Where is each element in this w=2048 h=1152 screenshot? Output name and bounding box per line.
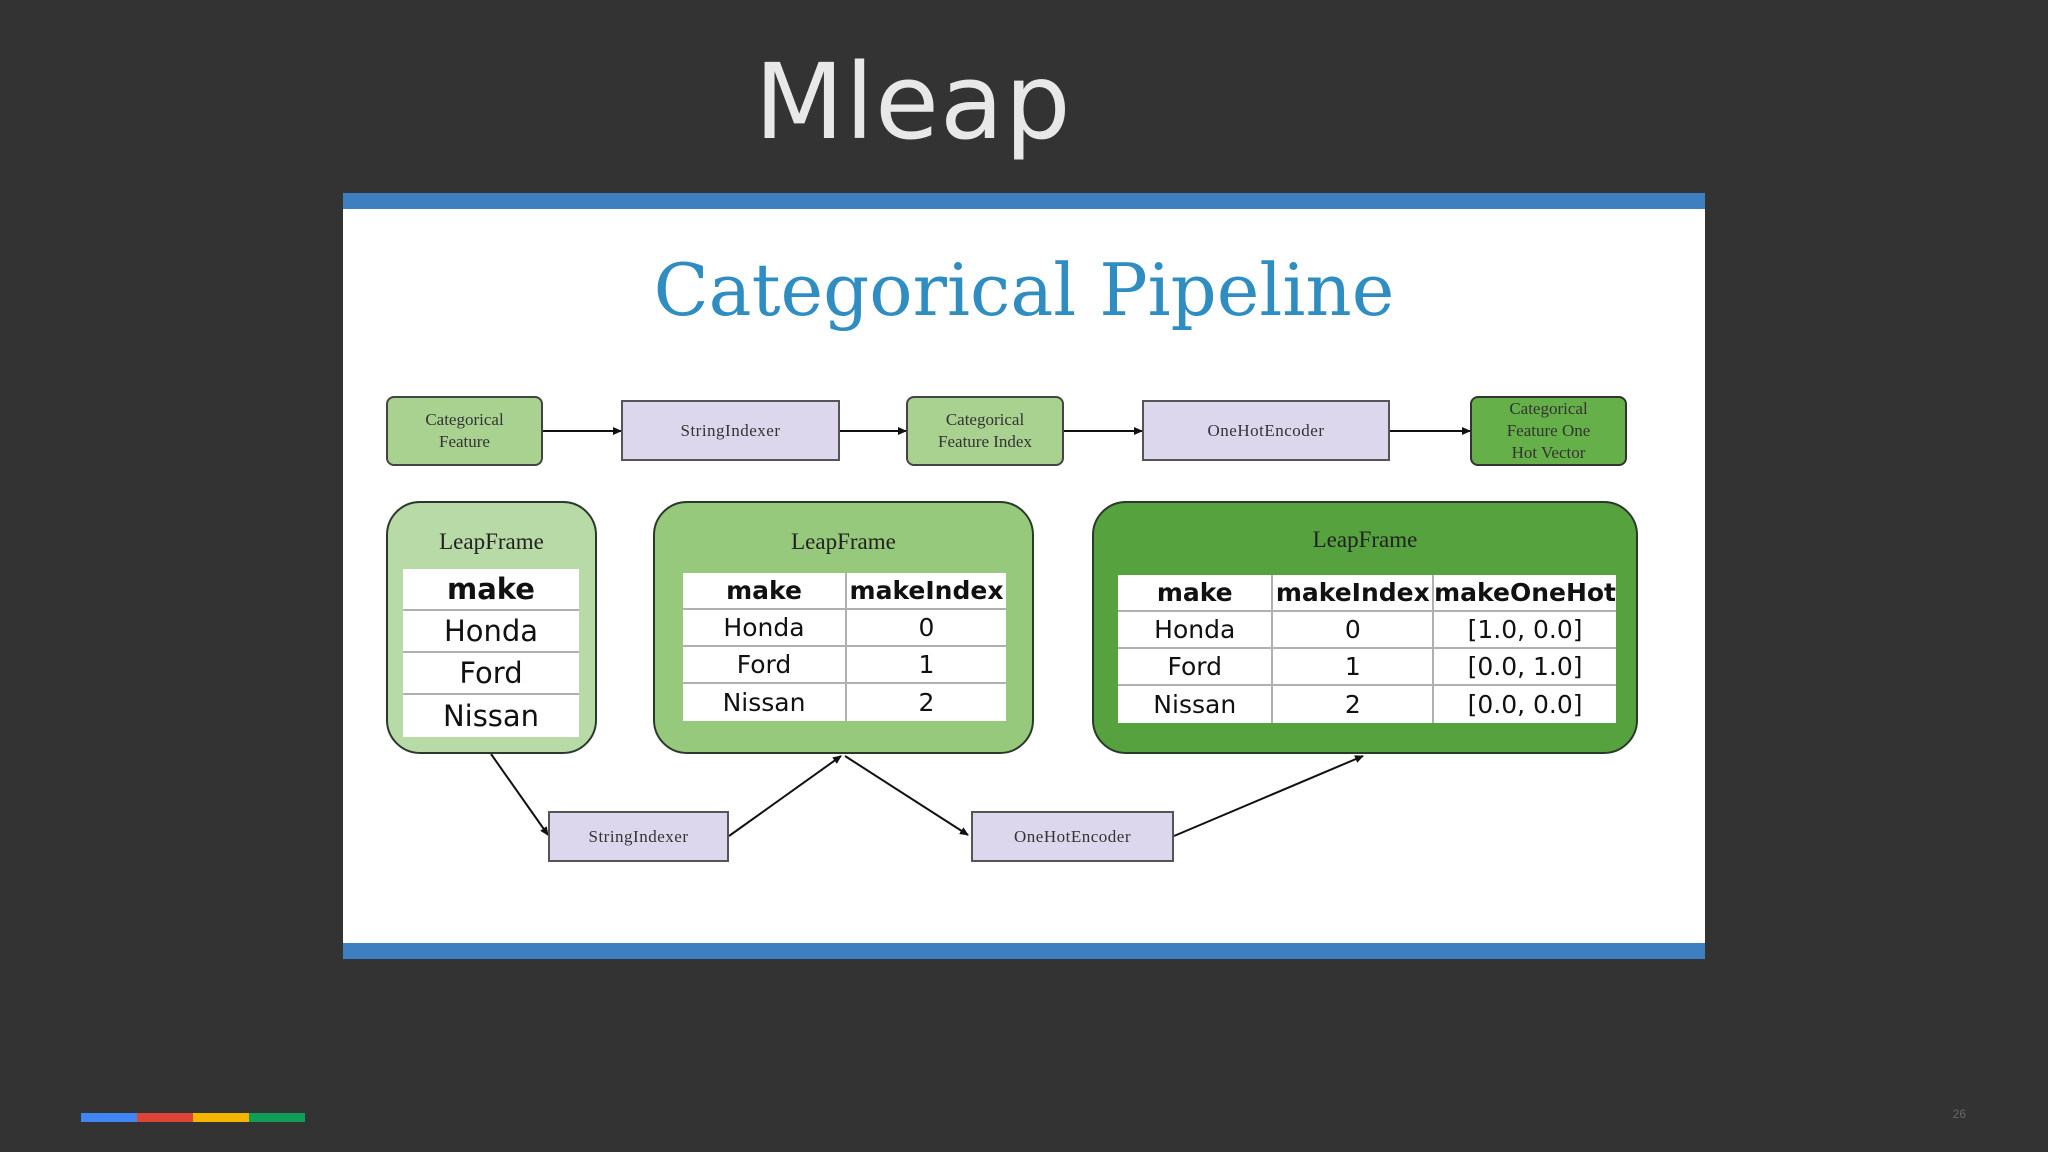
arrow-leapframe1-to-indexer bbox=[490, 753, 549, 836]
table-cell: 2 bbox=[1273, 686, 1435, 723]
page-number: 26 bbox=[1952, 1107, 1966, 1121]
table-cell: [1.0, 0.0] bbox=[1434, 612, 1616, 649]
leapframe-3-table: make makeIndex makeOneHot Honda 0 [1.0, … bbox=[1118, 575, 1616, 723]
column-header: make bbox=[403, 569, 579, 611]
brand-strip-segment bbox=[137, 1113, 193, 1122]
categorical-feature-node: Categorical Feature bbox=[386, 396, 543, 466]
string-indexer-label: StringIndexer bbox=[680, 420, 781, 440]
connector-arrows bbox=[490, 427, 1471, 837]
one-hot-encoder-node: OneHotEncoder bbox=[1142, 400, 1390, 461]
table-cell: Honda bbox=[403, 611, 579, 653]
figure-bottom-bar bbox=[343, 943, 1705, 959]
table-cell: 2 bbox=[918, 688, 935, 717]
leapframe-2-table: make makeIndex Honda 0 Ford 1 Nissan 2 bbox=[683, 573, 1006, 721]
table-cell: Ford bbox=[1118, 649, 1274, 686]
table-cell: 0 bbox=[847, 610, 1006, 647]
one-hot-vector-node: Categorical Feature One Hot Vector bbox=[1470, 396, 1627, 466]
arrow-encoder-to-leapframe3 bbox=[1173, 755, 1364, 837]
categorical-feature-index-label: Categorical Feature Index bbox=[938, 410, 1032, 451]
string-indexer-node: StringIndexer bbox=[621, 400, 840, 461]
table-cell: Nissan bbox=[683, 684, 847, 721]
bottom-one-hot-encoder-node: OneHotEncoder bbox=[971, 811, 1174, 862]
bottom-string-indexer-label: StringIndexer bbox=[588, 826, 689, 846]
table-cell: Nissan bbox=[442, 699, 540, 733]
column-header: makeOneHot bbox=[1434, 575, 1616, 612]
categorical-feature-label: Categorical Feature bbox=[425, 410, 504, 451]
brand-strip-segment bbox=[193, 1113, 249, 1122]
one-hot-vector-label: Categorical Feature One Hot Vector bbox=[1506, 399, 1591, 462]
leapframe-1: LeapFrame make Honda Ford Nissan bbox=[386, 501, 597, 754]
slide-title: Mleap bbox=[754, 41, 1072, 163]
categorical-feature-index-node: Categorical Feature Index bbox=[906, 396, 1064, 466]
column-header: makeIndex bbox=[847, 573, 1006, 610]
leapframe-3-title: LeapFrame bbox=[1312, 527, 1418, 552]
pipeline-figure: Categorical Pipeline Categorical Feature… bbox=[343, 193, 1705, 959]
brand-strip-segment bbox=[81, 1113, 137, 1122]
table-cell: [0.0, 0.0] bbox=[1467, 690, 1583, 719]
table-cell: Ford bbox=[403, 653, 579, 695]
leapframe-2-title: LeapFrame bbox=[791, 529, 896, 554]
one-hot-encoder-label: OneHotEncoder bbox=[1207, 420, 1325, 440]
leapframe-3: LeapFrame make makeIndex makeOneHot Hond… bbox=[1092, 501, 1638, 754]
leapframe-1-title: LeapFrame bbox=[439, 529, 544, 554]
table-cell: Nissan bbox=[1118, 686, 1274, 723]
table-cell: [0.0, 1.0] bbox=[1434, 649, 1616, 686]
table-cell: 1 bbox=[1273, 649, 1435, 686]
column-header: make bbox=[1118, 575, 1274, 612]
column-header: make bbox=[683, 573, 847, 610]
brand-strip-segment bbox=[249, 1113, 305, 1122]
table-cell: Honda bbox=[1118, 612, 1274, 649]
table-cell: Honda bbox=[683, 610, 847, 647]
table-cell: 0 bbox=[1273, 612, 1435, 649]
table-cell: Ford bbox=[683, 647, 847, 684]
table-cell: 1 bbox=[847, 647, 1006, 684]
bottom-string-indexer-node: StringIndexer bbox=[548, 811, 729, 862]
figure-title: Categorical Pipeline bbox=[653, 248, 1395, 332]
figure-top-bar bbox=[343, 193, 1705, 209]
brand-color-strip bbox=[81, 1113, 305, 1122]
bottom-one-hot-encoder-label: OneHotEncoder bbox=[1014, 826, 1131, 846]
leapframe-2: LeapFrame make makeIndex Honda 0 Ford 1 … bbox=[653, 501, 1034, 754]
arrow-leapframe2-to-encoder bbox=[844, 755, 969, 836]
arrow-indexer-to-leapframe2 bbox=[728, 755, 842, 837]
leapframe-1-table: make Honda Ford Nissan bbox=[403, 569, 579, 737]
column-header: makeIndex bbox=[1273, 575, 1435, 612]
